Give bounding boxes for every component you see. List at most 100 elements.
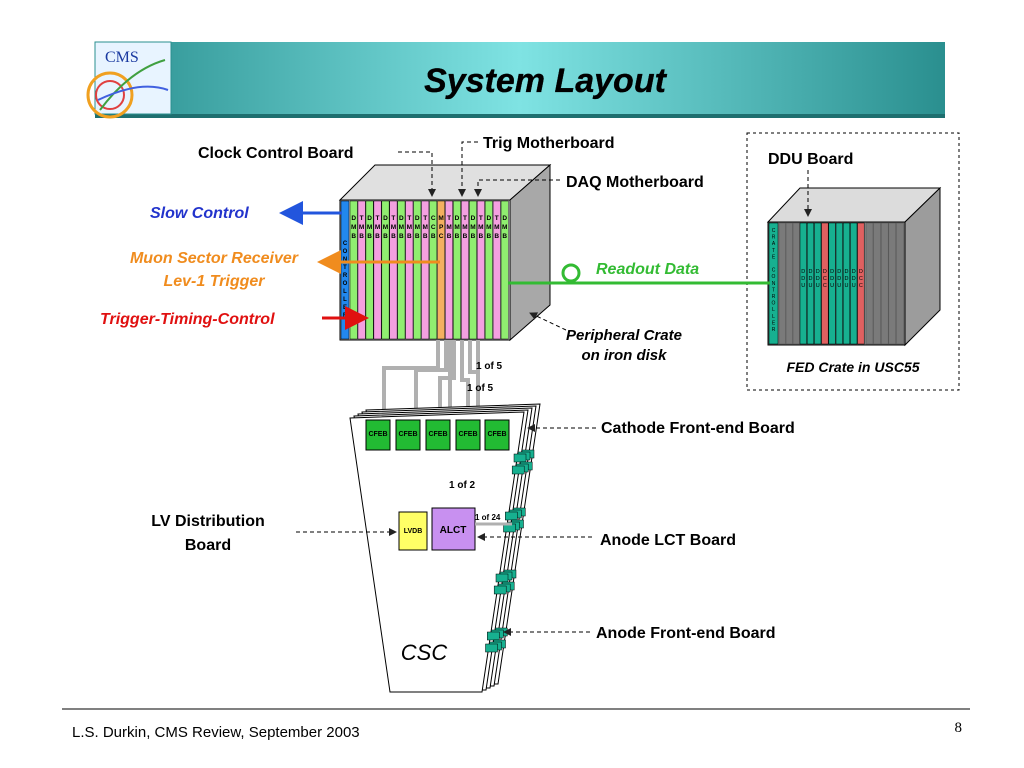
fed-controller-letter: R bbox=[772, 235, 776, 241]
one-of-24-label: 1 of 24 bbox=[475, 513, 501, 522]
afeb-stack bbox=[485, 449, 535, 653]
peripheral-crate: CONTROLLERDMBTMBDMBTMBDMBTMBDMBTMBDMBTMB… bbox=[338, 163, 552, 342]
fed-controller-letter: R bbox=[772, 294, 776, 300]
fed-slot bbox=[835, 222, 843, 345]
cms-logo: CMS bbox=[86, 41, 172, 119]
afeb-board bbox=[511, 465, 525, 475]
daq-mb-leader bbox=[474, 179, 560, 197]
fed-slot-letter: U bbox=[801, 283, 805, 289]
slot-letter: B bbox=[455, 233, 460, 240]
afeb-board bbox=[493, 585, 507, 595]
fed-slot-letter: D bbox=[823, 269, 827, 275]
controller-letter: T bbox=[343, 265, 347, 271]
alct-board bbox=[431, 507, 476, 551]
fed-controller-letter: C bbox=[772, 268, 776, 274]
slow-control-label: Slow Control bbox=[150, 205, 249, 222]
fed-slot-letter: D bbox=[845, 269, 849, 275]
slot-letter: D bbox=[455, 215, 460, 222]
fed-controller-letter: C bbox=[772, 228, 776, 234]
slot-letter: P bbox=[439, 224, 444, 231]
slot-letter: M bbox=[486, 224, 491, 231]
peripheral-slot bbox=[349, 200, 358, 340]
slot-letter: M bbox=[367, 224, 372, 231]
peripheral-slot bbox=[365, 200, 374, 340]
controller-letter: O bbox=[343, 281, 348, 287]
empty-slot bbox=[880, 222, 889, 345]
cfeb-label: CFEB bbox=[398, 431, 417, 438]
fed-slot-letter: D bbox=[852, 276, 856, 282]
fed-slot-letter: D bbox=[809, 269, 813, 275]
slot-letter: M bbox=[383, 224, 388, 231]
slot-letter: M bbox=[391, 224, 396, 231]
peripheral-slot bbox=[461, 200, 469, 340]
peripheral-slot bbox=[389, 200, 398, 340]
clock-control-leader bbox=[398, 151, 436, 197]
fed-slot-letter: D bbox=[845, 276, 849, 282]
fed-controller-letter: N bbox=[772, 281, 776, 287]
muon-sector-label: Muon Sector Receiver bbox=[130, 250, 299, 267]
fed-slot-letter: C bbox=[823, 283, 827, 289]
fed-controller-letter: L bbox=[772, 307, 775, 313]
slot-letter: B bbox=[391, 233, 396, 240]
slot-letter: M bbox=[446, 224, 451, 231]
fed-controller-letter: E bbox=[772, 320, 776, 326]
fed-slot bbox=[821, 222, 829, 345]
peripheral-crate-label: Peripheral Crate bbox=[566, 327, 682, 344]
fed-slot-letter: U bbox=[845, 283, 849, 289]
fed-controller-letter: L bbox=[772, 314, 775, 320]
slot-letter: D bbox=[367, 215, 372, 222]
fed-slot-letter: C bbox=[859, 276, 863, 282]
peripheral-slot bbox=[469, 200, 477, 340]
cfeb-board bbox=[425, 419, 451, 451]
fed-crate-label: FED Crate in USC55 bbox=[786, 359, 919, 375]
slot-letter: D bbox=[399, 215, 404, 222]
slot-letter: B bbox=[407, 233, 412, 240]
slot-letter: B bbox=[431, 233, 436, 240]
fed-controller-letter: T bbox=[772, 287, 775, 293]
cfeb-board bbox=[455, 419, 481, 451]
slot-letter: T bbox=[407, 215, 411, 222]
one-of-2-label: 1 of 2 bbox=[449, 480, 476, 491]
controller-letter: N bbox=[343, 257, 347, 263]
fed-slot bbox=[799, 222, 807, 345]
slot-letter: M bbox=[423, 224, 428, 231]
slot-letter: D bbox=[383, 215, 388, 222]
slot-letter: B bbox=[359, 233, 364, 240]
slot-letter: B bbox=[399, 233, 404, 240]
fed-slot-letter: D bbox=[852, 269, 856, 275]
fed-controller-letter: E bbox=[772, 254, 776, 260]
fed-controller-letter: T bbox=[772, 248, 775, 254]
one-of-5-label-b: 1 of 5 bbox=[467, 383, 494, 394]
empty-slot bbox=[896, 222, 904, 345]
afeb-board bbox=[513, 453, 527, 463]
peripheral-slot bbox=[413, 200, 422, 340]
slot-letter: M bbox=[502, 224, 507, 231]
fed-slot-letter: U bbox=[816, 283, 820, 289]
cathode-feb-label: Cathode Front-end Board bbox=[601, 420, 795, 437]
slot-letter: T bbox=[495, 215, 499, 222]
trig-mb-leader bbox=[458, 141, 478, 197]
peripheral-slot bbox=[500, 200, 509, 340]
fed-slot bbox=[814, 222, 822, 345]
cfeb-board bbox=[365, 419, 391, 451]
slot-letter: B bbox=[383, 233, 388, 240]
fed-slot-letter: D bbox=[801, 269, 805, 275]
cfeb-label: CFEB bbox=[458, 431, 477, 438]
slot-letter: T bbox=[391, 215, 395, 222]
slot-letter: T bbox=[360, 215, 364, 222]
lv-distribution-label: LV Distribution bbox=[151, 513, 264, 530]
slot-letter: B bbox=[423, 233, 428, 240]
fed-controller-letter: O bbox=[772, 301, 776, 307]
fed-slot-letter: U bbox=[837, 283, 841, 289]
slot-letter: M bbox=[399, 224, 404, 231]
lvdb-board bbox=[398, 511, 428, 551]
fed-slot-letter: D bbox=[837, 269, 841, 275]
cfeb-board bbox=[484, 419, 510, 451]
alct-label: ALCT bbox=[440, 525, 467, 536]
afeb-board bbox=[505, 511, 518, 521]
slot-letter: M bbox=[462, 224, 467, 231]
slot-letter: D bbox=[415, 215, 420, 222]
controller-letter: R bbox=[343, 273, 348, 279]
empty-slot bbox=[778, 222, 786, 345]
controller-letter: L bbox=[343, 289, 347, 295]
